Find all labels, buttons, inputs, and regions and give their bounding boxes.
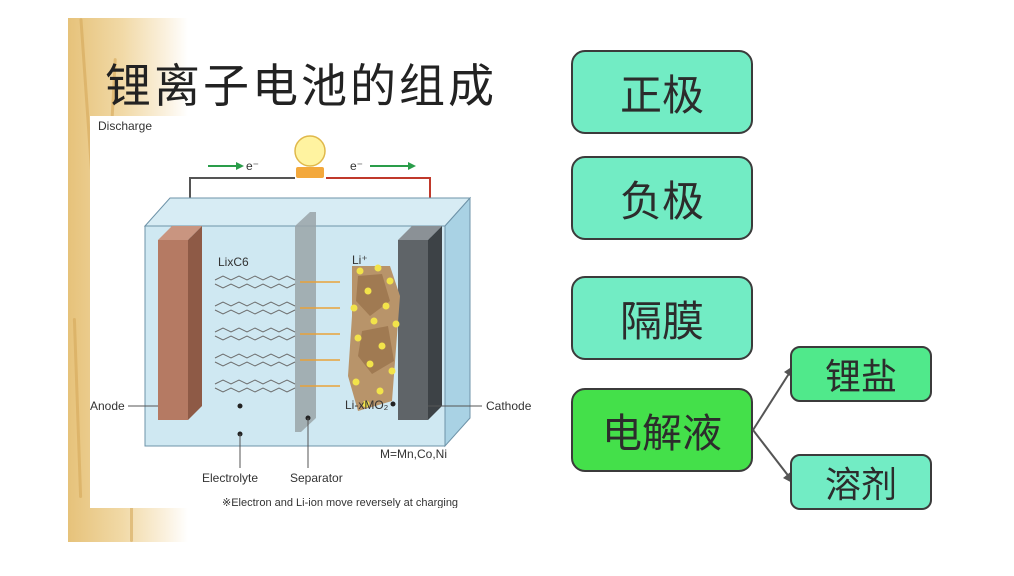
electron-label-left: e⁻ — [246, 159, 259, 173]
metal-note: M=Mn,Co,Ni — [380, 447, 447, 461]
positive-electrode-box: 正极 — [571, 50, 753, 134]
tank-side — [444, 196, 471, 448]
solvent-box: 溶剂 — [790, 454, 932, 510]
solvent-label: 溶剂 — [824, 465, 897, 506]
graphite-layers — [214, 275, 296, 393]
separator-label: Separator — [290, 471, 343, 485]
anode-top — [158, 226, 202, 240]
anode-label: Anode — [90, 399, 125, 413]
electrolyte-label: Electrolyte — [202, 471, 258, 485]
connector-to-solvent — [752, 429, 791, 479]
li-ion-label: Li⁺ — [352, 253, 368, 267]
lithium-salt-box: 锂盐 — [790, 346, 932, 402]
slide: 锂离子电池的组成 Discharge e⁻ e⁻ — [68, 18, 946, 542]
li-ion-arrows — [300, 281, 340, 387]
electron-label-right: e⁻ — [350, 159, 363, 173]
cathode-dot — [390, 401, 396, 407]
battery-diagram: Discharge e⁻ e⁻ — [90, 116, 548, 508]
separator-membrane — [295, 212, 316, 432]
cathode-side — [428, 226, 442, 420]
positive-electrode-label: 正极 — [619, 70, 704, 120]
charging-footnote: ※Electron and Li-ion move reversely at c… — [222, 497, 458, 508]
anode-plate — [158, 240, 188, 420]
electrolyte-box: 电解液 — [571, 388, 753, 472]
bulb-base-icon — [296, 167, 324, 178]
lixc6-label: LixC6 — [218, 255, 249, 269]
electrolyte-box-label: 电解液 — [602, 411, 722, 457]
cathode-plate — [398, 240, 428, 420]
separator-box-label: 隔膜 — [619, 296, 704, 346]
wheat-stalk — [130, 498, 133, 542]
arrow-head-icon — [408, 162, 416, 170]
arrow-head-icon — [236, 162, 244, 170]
connector-to-salt — [752, 371, 791, 431]
limo2-label: Li-xMO₂ — [345, 398, 389, 412]
metal-oxide-crystal — [348, 264, 400, 411]
cathode-label: Cathode — [486, 399, 532, 413]
separator-box: 隔膜 — [571, 276, 753, 360]
electrolyte-dot — [237, 403, 243, 409]
lithium-salt-label: 锂盐 — [824, 357, 897, 398]
anode-side — [188, 226, 202, 420]
cathode-top — [398, 226, 442, 240]
light-bulb-icon — [294, 135, 326, 167]
negative-electrode-label: 负极 — [619, 176, 704, 226]
page-title: 锂离子电池的组成 — [105, 59, 497, 113]
negative-electrode-box: 负极 — [571, 156, 753, 240]
discharge-label: Discharge — [98, 119, 152, 133]
